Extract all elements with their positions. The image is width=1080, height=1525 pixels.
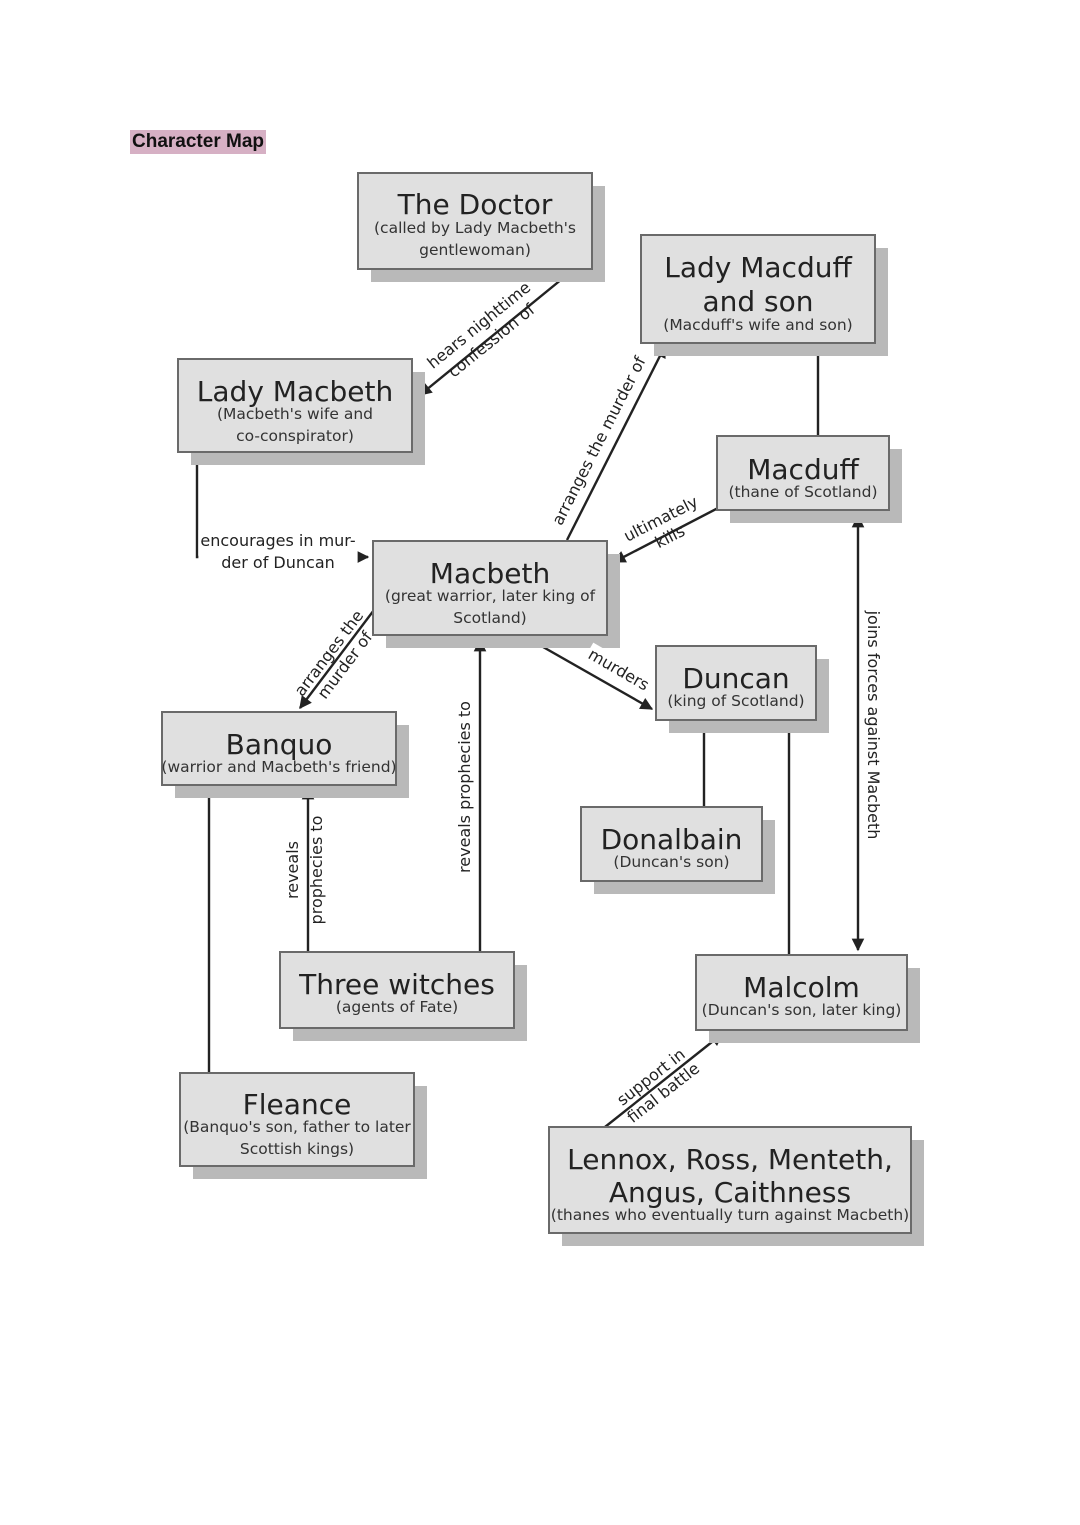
link-macbeth-banquo <box>299 609 375 709</box>
character-description: (Macbeth's wife and <box>217 405 373 423</box>
character-box-doctor: The Doctor(called by Lady Macbeth's gentl… <box>357 172 605 282</box>
character-box-witches: Three witches(agents of Fate) <box>279 951 527 1041</box>
box-body <box>695 954 908 1031</box>
box-body <box>372 540 608 636</box>
character-name: Banquo <box>226 728 333 761</box>
character-name: Lady Macduff <box>664 251 852 284</box>
link-label-line: joins forces against Macbeth <box>864 610 883 840</box>
label-backing <box>863 607 884 842</box>
link-label-lm-macbeth: encourages in mur-der of Duncan <box>198 530 358 573</box>
character-box-macbeth: Macbeth(great warrior, later king of Scot… <box>372 540 620 648</box>
character-box-lady-macbeth: Lady Macbeth(Macbeth's wife and co-conspi… <box>177 358 425 465</box>
link-label-macbeth-lmacduff: arranges the murder of <box>548 353 650 528</box>
character-description: (Macduff's wife and son) <box>663 316 852 334</box>
box-body <box>179 1072 415 1167</box>
link-doctor-lady-macbeth <box>419 269 574 396</box>
character-box-malcolm: Malcolm(Duncan's son, later king) <box>695 954 920 1043</box>
character-box-duncan: Duncan(king of Scotland) <box>655 645 829 733</box>
character-name: Angus, Caithness <box>609 1176 851 1209</box>
label-backing <box>582 642 655 697</box>
box-body <box>716 435 890 511</box>
character-boxes: The Doctor(called by Lady Macbeth's gentl… <box>161 172 924 1246</box>
box-body <box>357 172 593 270</box>
link-label-line: prophecies to <box>307 816 326 925</box>
page-title: Character Map <box>130 130 266 154</box>
character-description: Scottish kings) <box>240 1140 354 1158</box>
character-description: (warrior and Macbeth's friend) <box>161 758 396 776</box>
character-box-thanes: Lennox, Ross, Menteth,Angus, Caithness(t… <box>548 1126 924 1246</box>
character-name: Macduff <box>747 453 859 486</box>
link-macbeth-lady-macduff <box>565 344 667 541</box>
character-name: Three witches <box>298 968 495 1001</box>
label-backing <box>198 530 358 573</box>
character-description: (thanes who eventually turn against Macb… <box>551 1206 909 1224</box>
link-label-line: murders <box>585 645 652 695</box>
character-description: Scotland) <box>453 609 526 627</box>
link-macduff-macbeth <box>612 506 719 564</box>
character-description: (great warrior, later king of <box>385 587 596 605</box>
link-label-line: encourages in mur- <box>200 531 355 550</box>
character-box-donalbain: Donalbain(Duncan's son) <box>580 806 775 894</box>
character-name: and son <box>702 285 813 318</box>
character-name: Fleance <box>243 1088 352 1121</box>
character-box-macduff: Macduff(thane of Scotland) <box>716 435 902 523</box>
connector-lines <box>195 269 865 1128</box>
character-name: Macbeth <box>430 557 550 590</box>
character-name: Lady Macbeth <box>197 375 393 408</box>
box-body <box>640 234 876 344</box>
character-description: (Duncan's son, later king) <box>702 1001 902 1019</box>
link-label-line: der of Duncan <box>221 553 335 572</box>
link-label-macbeth-duncan: murders <box>582 642 655 697</box>
character-name: Duncan <box>682 662 789 695</box>
link-label-line: arranges the murder of <box>548 353 650 528</box>
character-description: (agents of Fate) <box>336 998 458 1016</box>
box-body <box>655 645 817 721</box>
character-name: Malcolm <box>743 971 860 1004</box>
link-label-line: reveals <box>283 841 302 899</box>
character-description: co-conspirator) <box>236 427 354 445</box>
link-label-witches-macbeth: reveals prophecies to <box>455 701 474 873</box>
character-name: Donalbain <box>601 823 743 856</box>
link-label-macduff-malcolm: joins forces against Macbeth <box>863 607 884 842</box>
link-thanes-malcolm <box>604 1033 724 1128</box>
character-description: (Banquo's son, father to later <box>183 1118 411 1136</box>
character-description: (king of Scotland) <box>667 692 804 710</box>
character-box-fleance: Fleance(Banquo's son, father to laterSco… <box>179 1072 427 1179</box>
link-label-line: reveals prophecies to <box>455 701 474 873</box>
character-description: (Duncan's son) <box>613 853 729 871</box>
link-label-witches-banquo: reveals prophecies to <box>283 816 326 925</box>
character-description: (thane of Scotland) <box>728 483 877 501</box>
character-name: Lennox, Ross, Menteth, <box>567 1143 893 1176</box>
box-body <box>548 1126 912 1234</box>
character-description: (called by Lady Macbeth's <box>374 219 576 237</box>
box-body <box>177 358 413 453</box>
character-box-banquo: Banquo(warrior and Macbeth's friend) <box>161 711 409 798</box>
character-name: The Doctor <box>397 188 553 221</box>
box-body <box>161 711 397 786</box>
character-description: gentlewoman) <box>419 241 531 259</box>
box-body <box>580 806 763 882</box>
box-body <box>279 951 515 1029</box>
